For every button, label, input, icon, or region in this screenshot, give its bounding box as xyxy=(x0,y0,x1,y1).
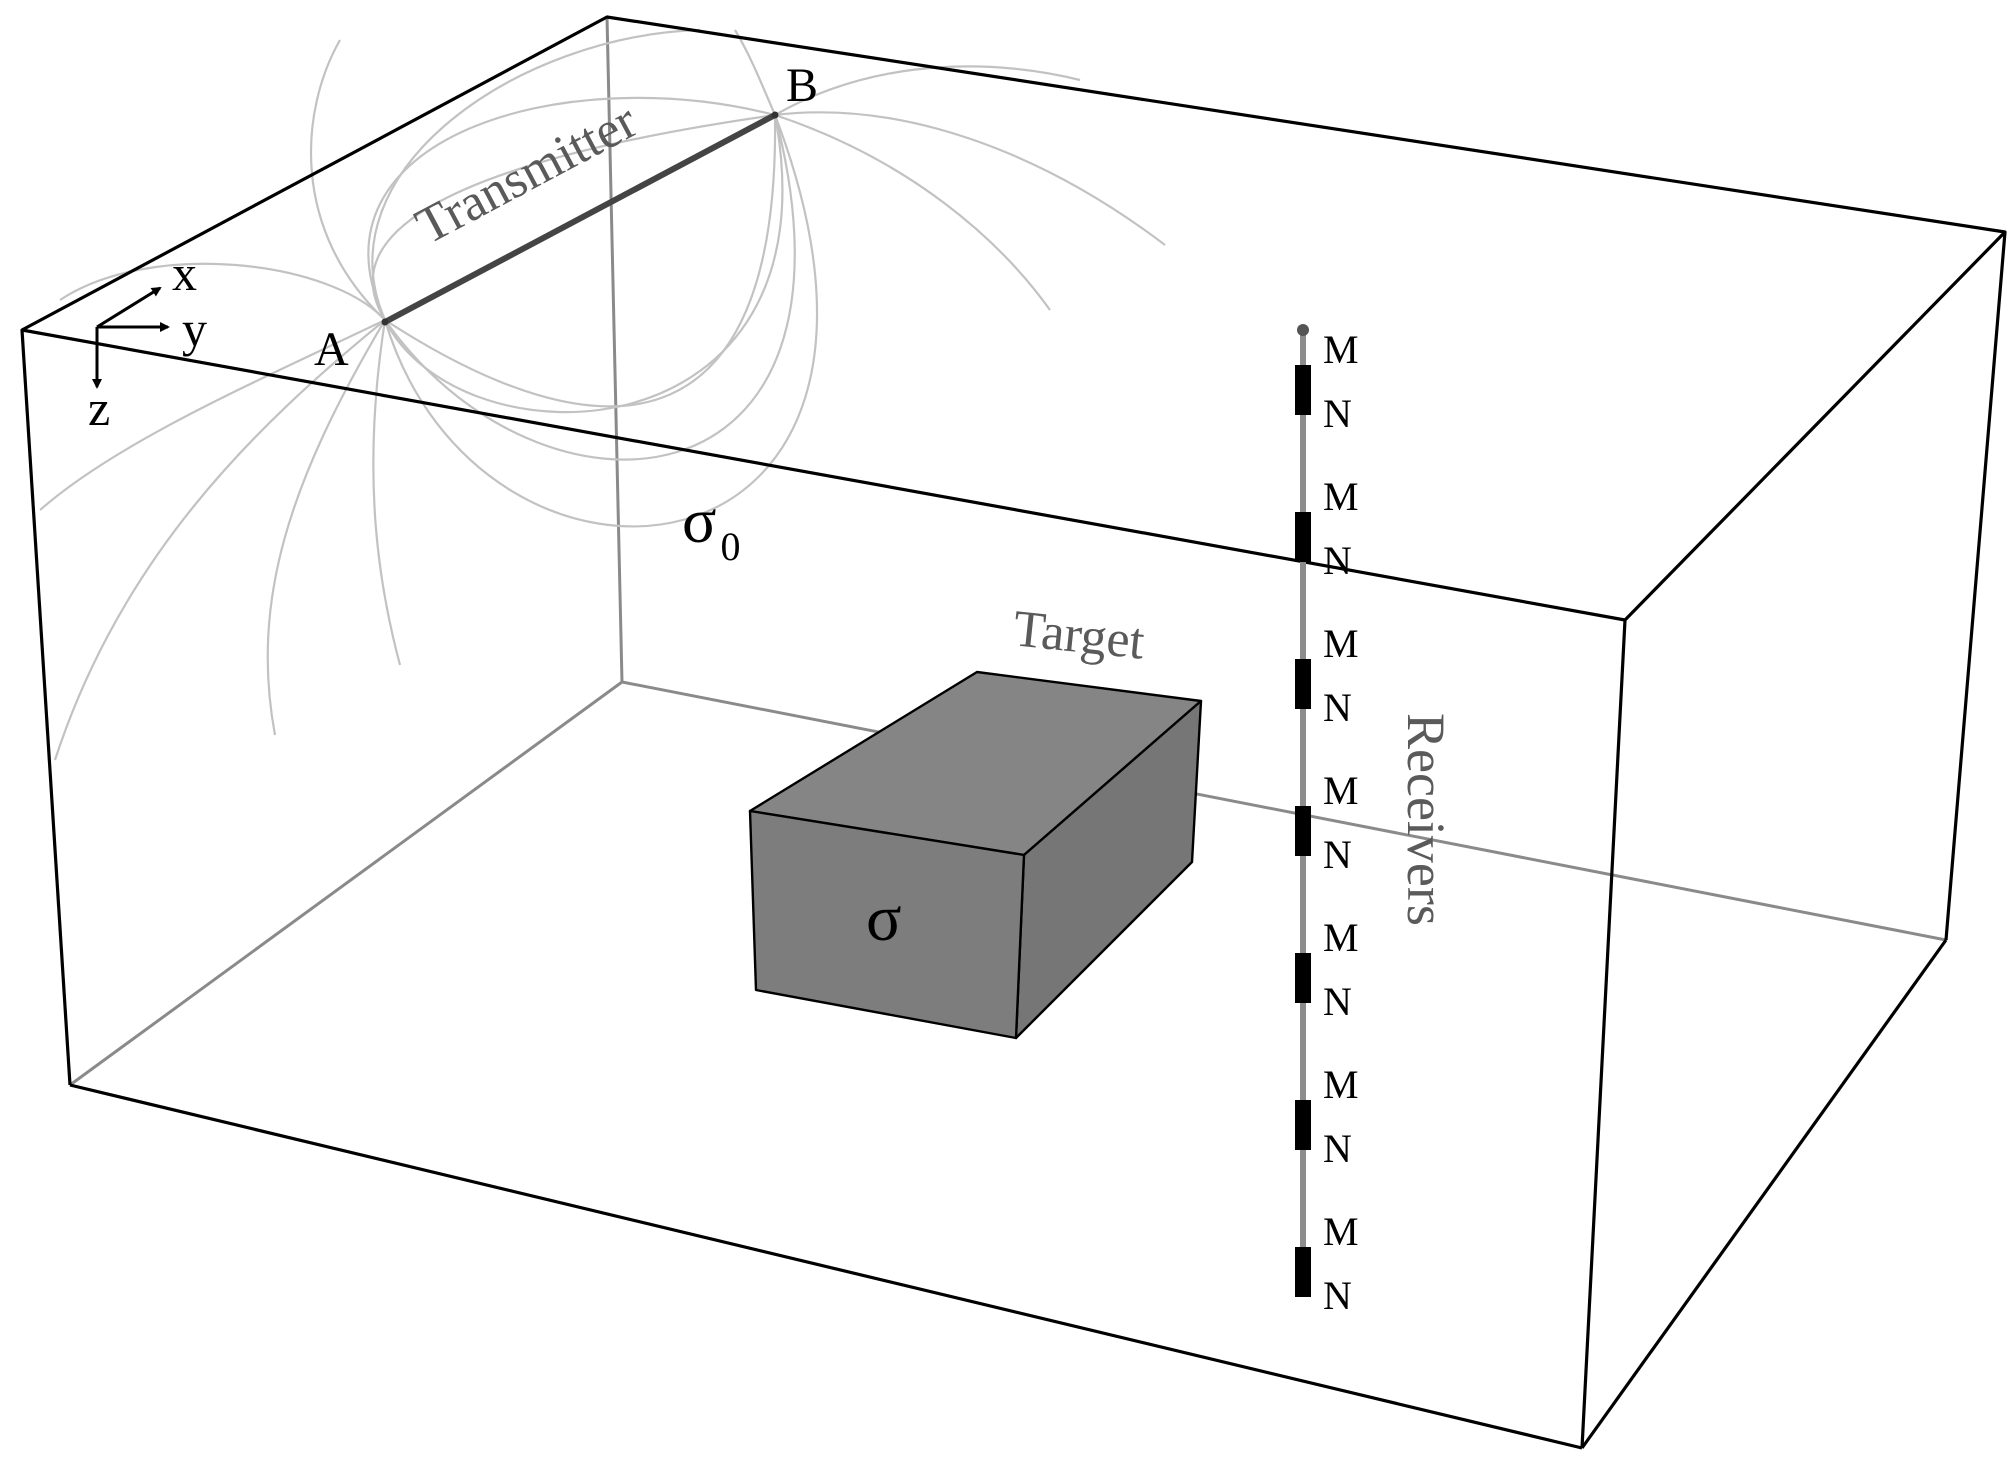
receiver-m-label: M xyxy=(1323,1209,1359,1254)
background-sigma-subscript: 0 xyxy=(721,524,741,569)
receiver-m-label: M xyxy=(1323,474,1359,519)
receiver-electrode xyxy=(1295,512,1311,562)
box-front-bottom-edge xyxy=(69,1083,1583,1450)
box-right-bottom-edge xyxy=(1580,939,1948,1449)
receiver-m-label: M xyxy=(1323,327,1359,372)
receiver-electrode xyxy=(1295,1247,1311,1297)
receiver-n-label: N xyxy=(1323,979,1352,1024)
background-sigma: σ xyxy=(682,485,717,556)
x-axis-arrow xyxy=(96,286,162,329)
receivers-label: Receivers xyxy=(1396,713,1456,926)
box-edges xyxy=(20,15,2007,1450)
receiver-n-label: N xyxy=(1323,1273,1352,1318)
receiver-n-label: N xyxy=(1323,391,1352,436)
back-bottom-right-edge xyxy=(621,680,1947,942)
target-block: σ xyxy=(748,670,1203,1040)
target-conductivity-label: σ xyxy=(866,882,902,955)
receiver-m-label: M xyxy=(1323,1062,1359,1107)
electrode-a-label: A xyxy=(314,323,349,376)
box-left-front-edge xyxy=(20,329,72,1086)
back-bottom-left-edge xyxy=(69,680,623,1087)
box-right-front-edge xyxy=(1580,619,1627,1449)
electrode-a-point xyxy=(381,318,389,326)
hidden-edges xyxy=(69,16,1947,1087)
receiver-n-label: N xyxy=(1323,832,1352,877)
transmitter-wire xyxy=(382,112,778,325)
receiver-n-label: N xyxy=(1323,538,1352,583)
axis-triad: x y z xyxy=(88,245,207,436)
receiver-electrode xyxy=(1295,365,1311,415)
target-front-face xyxy=(748,809,1026,1040)
x-axis-label: x xyxy=(172,245,197,301)
receiver-n-label: N xyxy=(1323,1126,1352,1171)
receiver-electrode xyxy=(1295,953,1311,1003)
receiver-electrode xyxy=(1295,1100,1311,1150)
electrode-b-point xyxy=(771,111,779,119)
borehole-top-marker xyxy=(1297,324,1309,336)
receiver-m-label: M xyxy=(1323,768,1359,813)
box-right-back-edge xyxy=(1944,231,2007,941)
box-top-face-outline xyxy=(20,15,2007,622)
receiver-n-label: N xyxy=(1323,685,1352,730)
receiver-electrode xyxy=(1295,659,1311,709)
target-label: Target xyxy=(1011,600,1148,670)
receiver-m-label: M xyxy=(1323,915,1359,960)
z-axis-label: z xyxy=(88,380,110,436)
back-vertical-edge xyxy=(605,16,624,683)
electrode-b-label: B xyxy=(786,59,818,112)
receiver-electrode xyxy=(1295,806,1311,856)
receiver-m-label: M xyxy=(1323,621,1359,666)
y-axis-label: y xyxy=(182,301,207,357)
